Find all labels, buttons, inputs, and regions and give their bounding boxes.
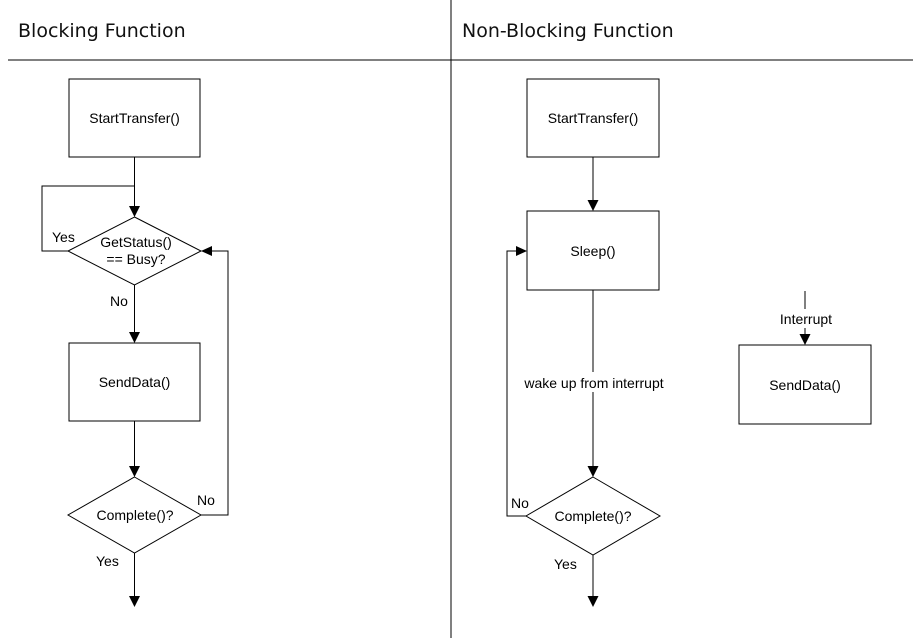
blocking-complete-label: Complete()? <box>96 507 173 523</box>
nb-interrupt-label-bg <box>774 309 836 328</box>
non-blocking-heading: Non-Blocking Function <box>462 20 674 42</box>
blocking-get-status-label-line2: == Busy? <box>106 251 165 267</box>
blocking-start-transfer-box <box>68 78 201 158</box>
blocking-no-label: No <box>110 293 128 309</box>
blocking-complete-yes-label: Yes <box>96 553 119 569</box>
blocking-start-transfer-label: StartTransfer() <box>89 110 180 126</box>
blocking-flow: StartTransfer() Yes GetStatus() == Busy?… <box>41 78 229 607</box>
nb-sleep-label: Sleep() <box>570 243 615 259</box>
blocking-arrowhead-send <box>129 332 140 343</box>
nb-wake-label-bg <box>515 372 673 392</box>
blocking-get-status-label-line1: GetStatus() <box>100 234 172 250</box>
blocking-send-data-label: SendData() <box>99 374 171 390</box>
blocking-arrowhead-exit <box>129 596 140 607</box>
blocking-arrowhead-complete <box>129 466 140 477</box>
nb-no-loop <box>506 250 526 517</box>
blocking-arrowhead-no-loop <box>201 246 212 256</box>
nb-arrowhead-exit <box>587 596 599 607</box>
nb-start-transfer-box <box>526 78 660 158</box>
blocking-heading: Blocking Function <box>18 20 186 42</box>
nb-interrupt-label: Interrupt <box>780 311 832 327</box>
nb-yes-label: Yes <box>554 556 577 572</box>
nb-arrowhead-no-loop <box>516 246 527 256</box>
nb-no-label: No <box>511 495 529 511</box>
nb-arrowhead-sleep <box>587 200 599 211</box>
nb-send-data-label: SendData() <box>769 377 841 393</box>
blocking-yes-label: Yes <box>52 229 75 245</box>
nb-start-transfer-label: StartTransfer() <box>548 110 639 126</box>
non-blocking-flow: StartTransfer() Sleep() wake up from int… <box>506 78 872 607</box>
blocking-no-loop <box>201 250 229 516</box>
nb-arrowhead-interrupt <box>799 334 811 345</box>
nb-wake-label: wake up from interrupt <box>523 375 663 391</box>
nb-send-data-box <box>738 344 872 425</box>
blocking-arrowhead-status <box>129 206 140 217</box>
nb-arrowhead-complete <box>587 466 599 477</box>
blocking-send-data-box <box>68 342 201 422</box>
nb-complete-label: Complete()? <box>554 508 631 524</box>
blocking-complete-no-label: No <box>197 492 215 508</box>
blocking-yes-loop <box>41 185 135 252</box>
